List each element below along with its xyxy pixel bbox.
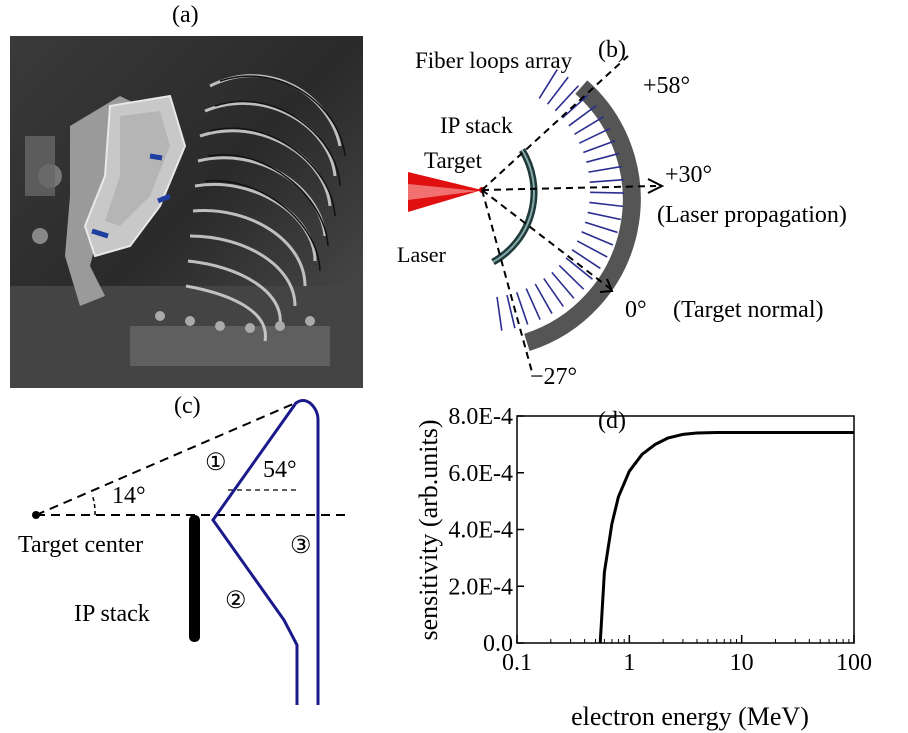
- experiment-photo: [10, 36, 363, 388]
- angle-minus27-label: −27°: [530, 364, 577, 390]
- fiber-loop-path: [211, 399, 320, 705]
- region-1-mark: ①: [205, 450, 227, 476]
- region-2-mark: ②: [225, 588, 247, 614]
- y-tick-label: 8.0E-4: [448, 404, 513, 430]
- fiber-tick: [554, 85, 580, 112]
- fiber-tick: [543, 278, 564, 307]
- line-plus30: [481, 185, 657, 191]
- fiber-tick: [525, 288, 541, 320]
- y-tick-label: 2.0E-4: [448, 574, 513, 600]
- y-tick-label: 4.0E-4: [448, 518, 513, 544]
- laser-label: Laser: [397, 242, 447, 267]
- fiber-tick: [496, 296, 503, 331]
- fiber-tick: [568, 104, 597, 127]
- line-minus27: [481, 189, 533, 373]
- fiber-tick: [578, 127, 611, 144]
- target-label: Target: [424, 148, 483, 173]
- sensitivity-curve: [598, 431, 854, 644]
- laser-propagation-label: (Laser propagation): [657, 202, 847, 228]
- angle-14-label: 14°: [112, 483, 146, 509]
- fiber-tick: [561, 94, 589, 119]
- fiber-holder-arc: [524, 80, 641, 351]
- x-tick-label: 100: [836, 650, 872, 676]
- fiber-tick: [558, 264, 585, 290]
- ip-stack-label-c: IP stack: [74, 601, 150, 627]
- region-3-mark: ③: [290, 533, 312, 559]
- fiber-tick: [574, 116, 605, 135]
- panel-c-label: (c): [174, 395, 201, 419]
- setup-schematic: (b) Fiber loops array +58° IP stack Targ…: [397, 37, 847, 390]
- fiber-tick: [565, 257, 593, 280]
- x-tick-label: 0.1: [502, 650, 532, 676]
- line-zero: [481, 189, 613, 291]
- geometry-sketch: (c) 14° 54° ① ② ③ Target center IP stack: [18, 395, 348, 705]
- fiber-tick: [589, 201, 624, 208]
- fiber-loop-ticks: [496, 69, 624, 331]
- y-axis-label: sensitivity (arb.units): [414, 420, 443, 641]
- fiber-tick: [589, 178, 624, 183]
- arrow-zero: [599, 278, 614, 293]
- fiber-tick: [589, 191, 624, 194]
- fiber-tick: [538, 69, 558, 99]
- 14deg-dashed-line: [35, 400, 301, 516]
- fiber-tick: [587, 211, 622, 221]
- fiber-tick: [506, 294, 516, 329]
- sensitivity-chart: (d) 0.0 2.0E-4 4.0E-4 6.0E-4 8.0E-4 0.1 1 10 10…: [414, 404, 872, 731]
- x-axis: 0.1 1 10 100: [502, 635, 872, 676]
- fiber-tick: [546, 76, 569, 105]
- x-axis-label: electron energy (MeV): [571, 702, 809, 731]
- y-tick-label: 6.0E-4: [448, 461, 513, 487]
- 14deg-arc: [91, 493, 96, 516]
- y-axis: 0.0 2.0E-4 4.0E-4 6.0E-4 8.0E-4: [448, 404, 524, 657]
- panel-a-label: (a): [172, 2, 199, 28]
- fiber-loops-label: Fiber loops array: [415, 48, 573, 73]
- x-tick-label: 10: [730, 650, 754, 676]
- fiber-tick: [583, 139, 616, 154]
- target-normal-label: (Target normal): [673, 297, 823, 323]
- panel-d-label: (d): [598, 408, 626, 434]
- y-tick-label: 0.0: [483, 631, 513, 657]
- fiber-tick: [586, 152, 620, 163]
- fiber-tick: [571, 249, 601, 270]
- ip-stack-bar: [189, 515, 200, 642]
- panel-b-label: (b): [598, 37, 626, 63]
- x-tick-label: 1: [623, 650, 635, 676]
- angle-plus30-label: +30°: [665, 162, 712, 188]
- fiber-tick: [576, 240, 608, 258]
- target-center-label: Target center: [18, 532, 143, 558]
- angle-zero-label: 0°: [625, 297, 647, 323]
- arrow-plus30: [647, 178, 665, 194]
- angle-54-label: 54°: [263, 457, 297, 483]
- angle-plus58-label: +58°: [643, 73, 690, 99]
- ip-stack-label-b: IP stack: [440, 113, 513, 138]
- plot-frame: [516, 415, 855, 644]
- fiber-tick: [588, 165, 623, 173]
- fiber-tick: [584, 221, 618, 234]
- fiber-tick: [534, 283, 553, 314]
- fiber-tick: [515, 291, 529, 325]
- line-plus58: [481, 55, 629, 191]
- fiber-tick: [551, 271, 575, 299]
- fiber-tick: [581, 231, 614, 246]
